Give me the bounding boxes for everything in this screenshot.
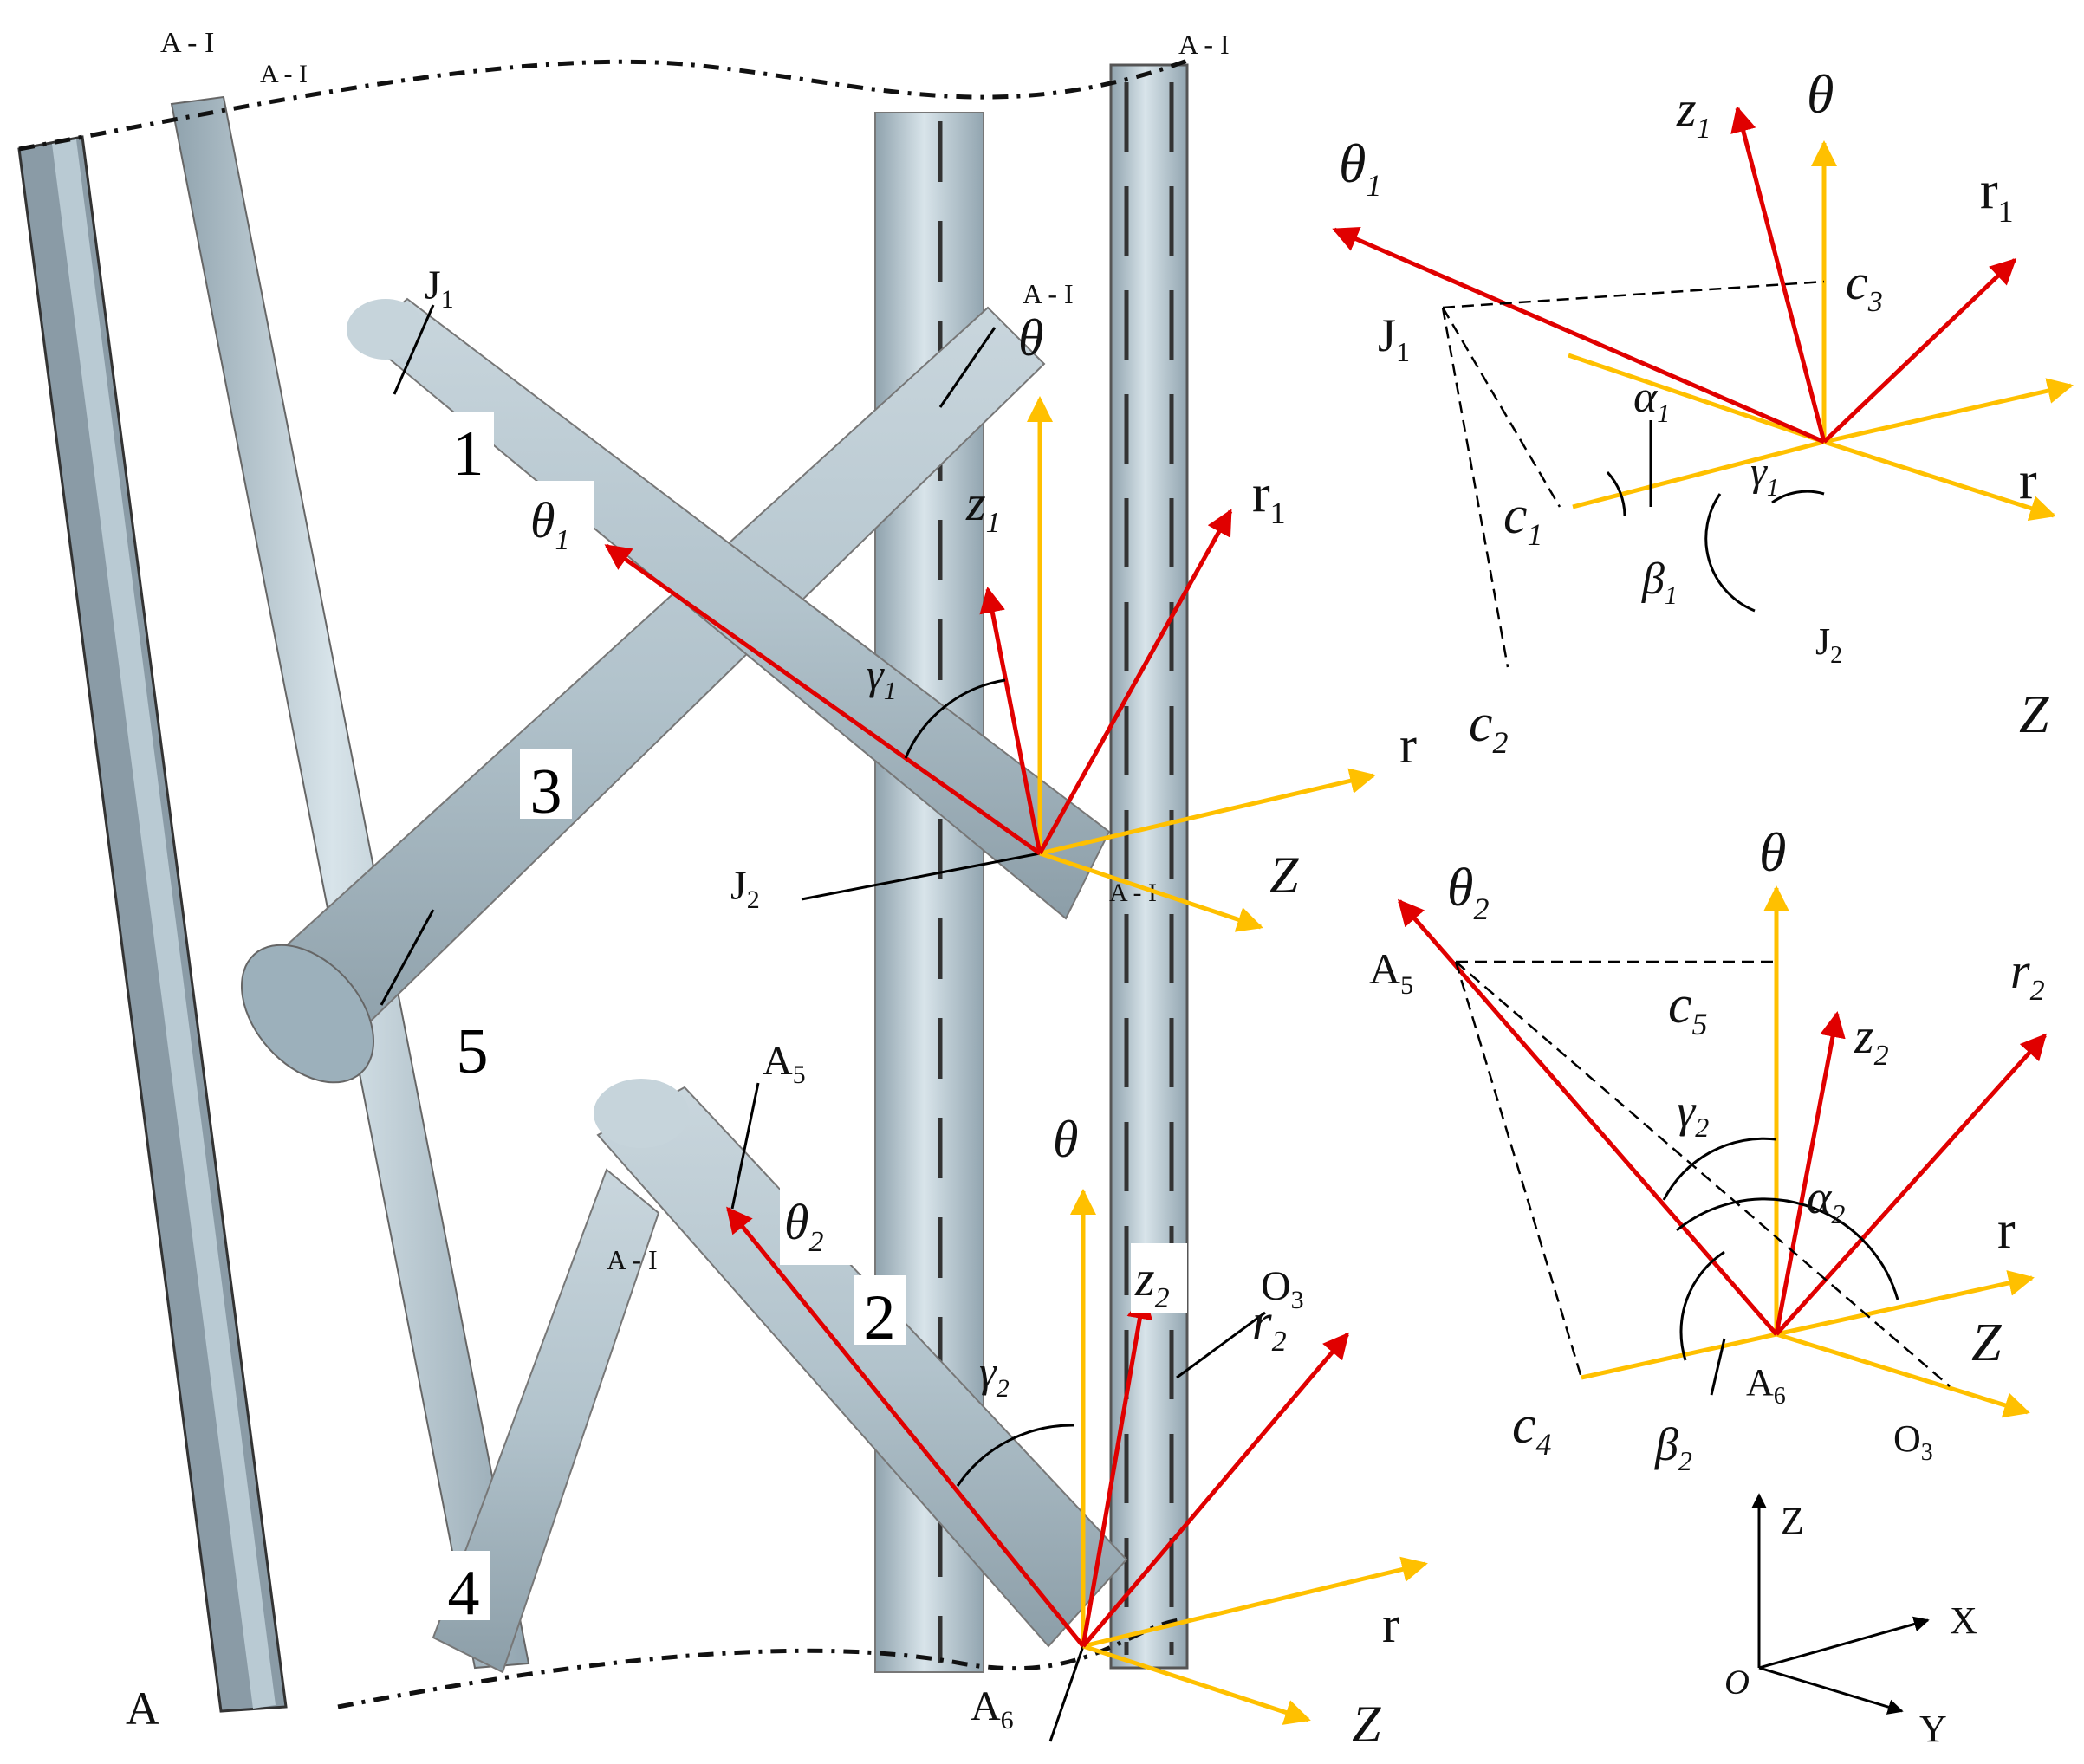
bottom-A6: A6 [1746, 1361, 1786, 1410]
frame-lower-theta2: θ2 [784, 1194, 824, 1258]
bottom-beta2: β2 [1654, 1418, 1692, 1476]
strut-number-2: 2 [854, 1275, 906, 1353]
strut-2 [594, 1079, 1128, 1648]
frame-upper-theta: θ [1018, 309, 1043, 366]
top-r1: r1 [1980, 161, 2014, 229]
frame-lower-r: r [1382, 1596, 1399, 1653]
svg-text:2: 2 [864, 1282, 896, 1353]
bottom-A5: A5 [1369, 944, 1413, 1000]
corner-label: A [126, 1683, 159, 1735]
frame-lower-z2: z2 [1134, 1250, 1170, 1314]
point-label-J1: J1 [425, 263, 454, 314]
strut-1 [347, 297, 1111, 920]
frame-lower-z: Z [1352, 1696, 1381, 1753]
strut-number-4: 4 [438, 1551, 490, 1629]
frame-upper-z: Z [1269, 846, 1299, 904]
leader-lines [380, 304, 1266, 1742]
bottom-gamma2: γ2 [1677, 1085, 1709, 1143]
frame-upper: θ r Z θ1 z1 r1 γ1 [524, 309, 1417, 932]
global-axis-y: Y [1919, 1708, 1947, 1750]
frame-lower: θ r Z θ2 z2 r2 γ2 [726, 1111, 1428, 1753]
section-tag: A - I [1178, 29, 1230, 60]
top-theta: θ [1807, 63, 1834, 125]
bottom-r: r [1997, 1201, 2016, 1260]
section-tag: A - I [260, 60, 308, 88]
top-z: Z [2019, 685, 2049, 744]
svg-text:4: 4 [448, 1558, 480, 1629]
strut-4 [432, 1168, 660, 1674]
svg-text:5: 5 [457, 1016, 489, 1087]
frame-upper-r: r [1399, 717, 1417, 774]
strut-5 [170, 95, 530, 1670]
frame-lower-r2: r2 [1252, 1294, 1287, 1358]
strut-number-5: 5 [446, 1009, 498, 1087]
frame-upper-gamma1: γ1 [867, 650, 897, 705]
bottom-theta: θ [1759, 821, 1786, 883]
bottom-z: Z [1971, 1313, 2002, 1372]
frame-lower-theta: θ [1053, 1111, 1078, 1168]
strut-number-3: 3 [520, 749, 572, 827]
section-tag: A - I [1023, 278, 1074, 309]
section-tag: A - I [607, 1244, 658, 1275]
global-axis-x: X [1950, 1599, 1977, 1642]
bottom-alpha2: α2 [1807, 1171, 1845, 1229]
frame-upper-z1: z1 [965, 475, 1001, 539]
bottom-c5: c5 [1668, 976, 1708, 1041]
global-axes: Z X Y O [1724, 1493, 1977, 1750]
frame-lower-gamma2: γ2 [979, 1347, 1010, 1403]
top-boundary-curve [18, 58, 1188, 152]
bottom-c4: c4 [1512, 1396, 1552, 1462]
strut-3 [240, 306, 1046, 1084]
point-label-A5: A5 [763, 1038, 806, 1089]
point-label-J2: J2 [730, 863, 760, 914]
global-axis-z: Z [1781, 1500, 1804, 1542]
bottom-r2: r2 [2010, 943, 2045, 1007]
bottom-boundary-curve [337, 1618, 1179, 1709]
top-c3: c3 [1846, 254, 1883, 318]
top-gamma1: γ1 [1750, 449, 1779, 502]
top-c2: c2 [1469, 694, 1509, 760]
bottom-O3: O3 [1893, 1417, 1933, 1466]
diagram-bottom: θ r Z θ2 z2 r2 A5 A6 O3 c4 c5 α2 β2 γ2 [1369, 821, 2048, 1476]
frame-upper-r1: r1 [1252, 464, 1286, 530]
bottom-theta2: θ2 [1447, 859, 1489, 926]
top-c1: c1 [1503, 486, 1543, 552]
global-axis-origin: O [1724, 1663, 1750, 1702]
top-J2: J2 [1815, 620, 1842, 669]
point-label-A6: A6 [971, 1683, 1014, 1735]
lattice-model: 1 2 3 4 5 A - I A - I A - I A - I A - I … [17, 27, 1428, 1753]
point-label-O3: O3 [1261, 1263, 1304, 1314]
top-beta1: β1 [1641, 554, 1678, 610]
strut-number-1: 1 [442, 412, 494, 490]
top-r: r [2019, 451, 2037, 510]
bottom-z2: z2 [1854, 1008, 1889, 1072]
top-theta1: θ1 [1339, 133, 1381, 203]
svg-text:3: 3 [530, 756, 562, 827]
top-alpha1: α1 [1633, 373, 1670, 428]
top-J1: J1 [1378, 309, 1410, 367]
frame-upper-theta1: θ1 [530, 492, 570, 556]
section-tag: A - I [160, 27, 214, 59]
svg-text:1: 1 [452, 418, 484, 490]
diagram-top: θ r Z θ1 z1 r1 J1 J2 c1 c2 c3 α1 β1 γ1 [1332, 63, 2074, 760]
top-z1: z1 [1676, 81, 1711, 145]
